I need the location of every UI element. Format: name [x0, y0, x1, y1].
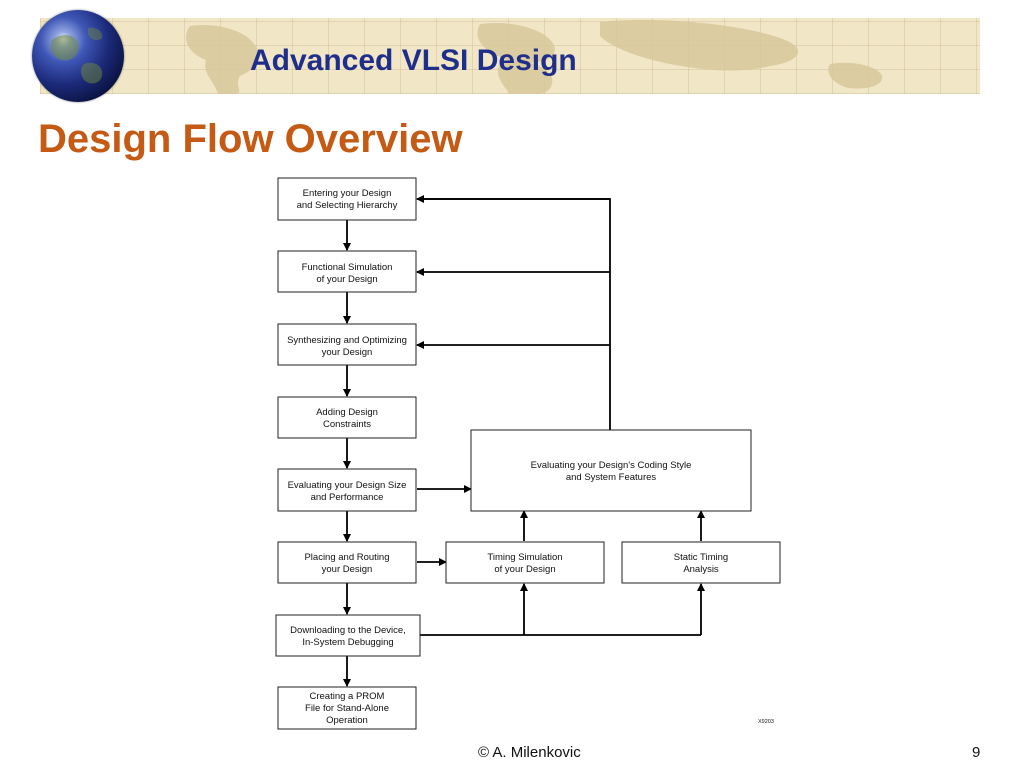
box-coding-style-line-1: Evaluating your Design's Coding Style: [531, 460, 692, 471]
box-static-timing-line-1: Static Timing: [674, 552, 728, 563]
box-evaluating-size: Evaluating your Design Size and Performa…: [277, 468, 417, 512]
box-placing-routing: Placing and Routing your Design: [277, 541, 417, 584]
world-map-image: [186, 19, 883, 94]
box-timing-simulation-line-1: Timing Simulation: [487, 552, 562, 563]
box-functional-simulation-line-1: Functional Simulation: [302, 262, 393, 273]
box-placing-routing-line-2: your Design: [322, 564, 373, 575]
feedback-trunk-line: [417, 198, 611, 430]
map-land-americas: [186, 25, 259, 94]
box-creating-prom-line-3: Operation: [326, 715, 368, 726]
box-adding-constraints-line-1: Adding Design: [316, 407, 378, 418]
map-banner: [40, 18, 980, 94]
box-coding-style: Evaluating your Design's Coding Style an…: [470, 429, 752, 512]
box-entering-design-line-2: and Selecting Hierarchy: [297, 200, 398, 211]
box-adding-constraints-line-2: Constraints: [323, 419, 371, 430]
box-synthesizing-line-1: Synthesizing and Optimizing: [287, 335, 407, 346]
box-static-timing: Static Timing Analysis: [621, 541, 781, 584]
box-functional-simulation: Functional Simulation of your Design: [277, 250, 417, 293]
box-timing-simulation-line-2: of your Design: [494, 564, 555, 575]
footer-credit: © A. Milenkovic: [478, 744, 581, 761]
box-evaluating-size-line-1: Evaluating your Design Size: [288, 480, 407, 491]
map-land-asia: [600, 19, 799, 71]
box-creating-prom: Creating a PROM File for Stand-Alone Ope…: [277, 686, 417, 730]
box-downloading: Downloading to the Device, In-System Deb…: [275, 614, 421, 657]
box-entering-design: Entering your Design and Selecting Hiera…: [277, 177, 417, 221]
box-evaluating-size-line-2: and Performance: [311, 492, 384, 503]
box-creating-prom-line-1: Creating a PROM: [310, 691, 385, 702]
slide-title: Design Flow Overview: [38, 117, 463, 161]
course-title: Advanced VLSI Design: [250, 44, 577, 77]
map-land-australia: [828, 62, 883, 89]
box-downloading-line-2: In-System Debugging: [302, 637, 393, 648]
page-number: 9: [972, 744, 981, 761]
box-synthesizing: Synthesizing and Optimizing your Design: [277, 323, 417, 366]
box-entering-design-line-1: Entering your Design: [303, 188, 392, 199]
box-downloading-line-1: Downloading to the Device,: [290, 625, 406, 636]
box-adding-constraints: Adding Design Constraints: [277, 396, 417, 439]
box-placing-routing-line-1: Placing and Routing: [304, 552, 389, 563]
box-static-timing-line-2: Analysis: [683, 564, 719, 575]
box-functional-simulation-line-2: of your Design: [316, 274, 377, 285]
figure-code: X9203: [758, 719, 774, 725]
map-land-africa: [497, 60, 553, 94]
globe-icon: [32, 10, 124, 102]
box-creating-prom-line-2: File for Stand-Alone: [305, 703, 389, 714]
globe-continents: [50, 27, 103, 84]
box-coding-style-line-2: and System Features: [566, 472, 657, 483]
map-land-europe: [477, 22, 555, 65]
box-synthesizing-line-2: your Design: [322, 347, 373, 358]
box-timing-simulation: Timing Simulation of your Design: [445, 541, 605, 584]
